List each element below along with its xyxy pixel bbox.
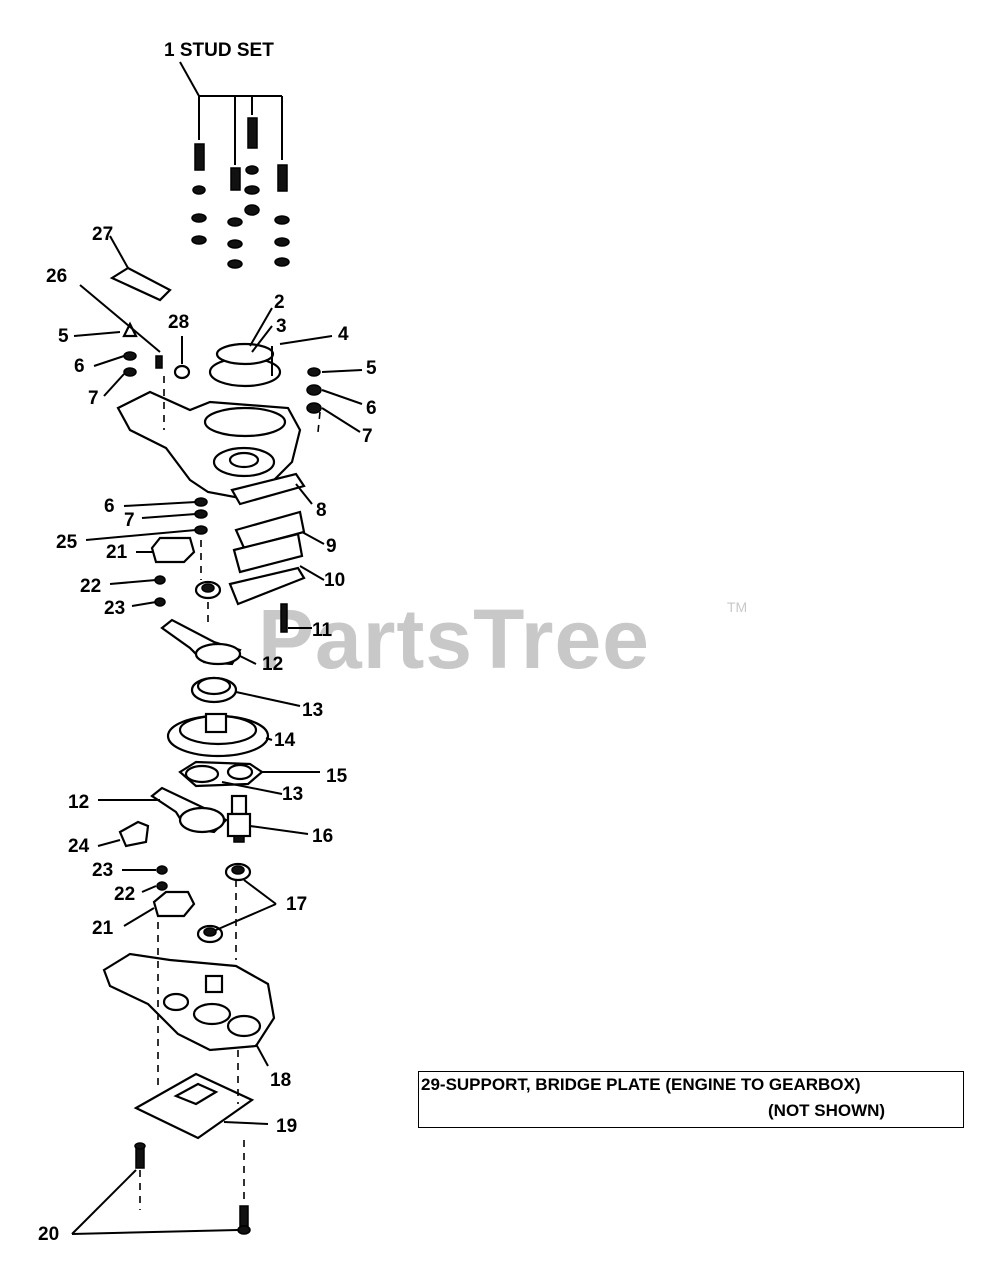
part-labels: 1 STUD SET 27 26 2 28 3 4 5 6 5 7 6 7 8 … — [38, 40, 377, 1245]
note-line-1: 29-SUPPORT, BRIDGE PLATE (ENGINE TO GEAR… — [421, 1075, 861, 1094]
part-20-bolts — [134, 1142, 251, 1235]
label-27: 27 — [92, 224, 113, 245]
label-6-left: 6 — [74, 356, 85, 377]
seal-and-bolt — [194, 580, 288, 633]
note-line-2: (NOT SHOWN) — [768, 1101, 886, 1120]
upper-right-fasteners — [306, 367, 322, 414]
label-10: 10 — [324, 570, 345, 591]
label-12-lower: 12 — [68, 792, 89, 813]
label-13-upper: 13 — [302, 700, 323, 721]
gasket-covers — [228, 472, 306, 606]
label-11: 11 — [312, 620, 333, 641]
label-19: 19 — [276, 1116, 297, 1137]
label-12-upper: 12 — [262, 654, 283, 675]
upper-housing — [116, 342, 302, 500]
label-24: 24 — [68, 836, 90, 857]
label-2: 2 — [274, 292, 285, 313]
label-22-upper: 22 — [80, 576, 101, 597]
lower-left-fasteners — [152, 865, 196, 918]
label-21-upper: 21 — [106, 542, 128, 563]
label-23-lower: 23 — [92, 860, 113, 881]
part-24-clip — [118, 820, 150, 848]
label-18: 18 — [270, 1070, 291, 1091]
left-middle-fasteners — [150, 497, 208, 607]
label-4: 4 — [338, 324, 349, 345]
label-7-left: 7 — [88, 388, 99, 409]
alignment-lines — [139, 376, 321, 1210]
label-22-lower: 22 — [114, 884, 135, 905]
label-14: 14 — [274, 730, 296, 751]
label-23-upper: 23 — [104, 598, 125, 619]
part-16-shaft — [226, 794, 252, 843]
label-25: 25 — [56, 532, 78, 553]
label-8: 8 — [316, 500, 327, 521]
label-17: 17 — [286, 894, 307, 915]
part-15-plate — [178, 760, 264, 788]
watermark-text: PartsTree — [258, 592, 650, 686]
label-28: 28 — [168, 312, 189, 333]
label-9: 9 — [326, 536, 337, 557]
label-3: 3 — [276, 316, 287, 337]
label-13-lower: 13 — [282, 784, 303, 805]
label-15: 15 — [326, 766, 348, 787]
label-16: 16 — [312, 826, 333, 847]
label-5-right: 5 — [366, 358, 377, 379]
part-13-ring — [190, 676, 238, 704]
label-5-left: 5 — [58, 326, 69, 347]
label-stud-set: 1 STUD SET — [164, 40, 274, 61]
part-12-lower-lever — [150, 786, 228, 834]
label-26: 26 — [46, 266, 67, 287]
label-21-lower: 21 — [92, 918, 114, 939]
label-6-right: 6 — [366, 398, 377, 419]
leader-lines — [71, 307, 363, 1235]
watermark-trademark: TM — [727, 599, 747, 615]
stud-set-studs — [191, 117, 290, 269]
label-7-mid: 7 — [124, 510, 135, 531]
part-17-seals — [196, 862, 252, 944]
label-6-mid: 6 — [104, 496, 115, 517]
part-19-plate — [133, 1072, 255, 1140]
part-12-upper-lever — [160, 618, 242, 666]
stud-set-bracket — [179, 61, 283, 165]
note-box: 29-SUPPORT, BRIDGE PLATE (ENGINE TO GEAR… — [418, 1071, 964, 1128]
part-14-gear — [166, 712, 270, 758]
label-20: 20 — [38, 1224, 59, 1245]
label-7-right: 7 — [362, 426, 373, 447]
part-18-lower-housing — [102, 952, 276, 1052]
part-27-strap — [109, 235, 172, 302]
